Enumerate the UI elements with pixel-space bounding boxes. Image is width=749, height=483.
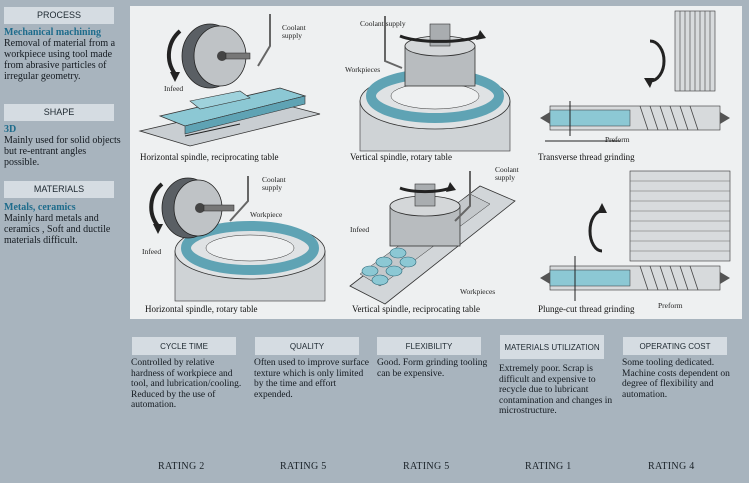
flexibility-rating: RATING 5 (403, 461, 450, 472)
process-text: Removal of material from a workpiece usi… (4, 38, 116, 82)
flexibility-text: Good. Form grinding tooling can be expen… (377, 358, 488, 379)
shape-header: SHAPE (4, 104, 114, 121)
horizontal-reciprocating-drawing (138, 14, 321, 147)
plunge-cut-thread-drawing (540, 170, 731, 301)
v-rotary-caption: Vertical spindle, rotary table (350, 152, 452, 162)
cycle-time-rating: RATING 2 (158, 461, 205, 472)
materials-header: MATERIALS (4, 181, 114, 198)
transverse-preform-label: Preform (605, 135, 630, 144)
materials-text: Mainly hard metals and ceramics , Soft a… (4, 213, 111, 246)
h-recip-caption: Horizontal spindle, reciprocating table (140, 152, 279, 162)
vertical-rotary-drawing (359, 16, 511, 152)
shape-subtitle: 3D (4, 124, 17, 135)
operating-cost-text: Some tooling dedicated. Machine costs de… (622, 358, 730, 400)
v-rotary-coolant-label: Coolant supply (360, 19, 406, 28)
h-recip-infeed-label: Infeed (164, 84, 184, 93)
materials-utilization-text: Extremely poor. Scrap is difficult and e… (499, 364, 613, 416)
plunge-preform-label: Preform (658, 301, 683, 310)
quality-text: Often used to improve surface texture wh… (254, 358, 370, 400)
illustration-panel: Coolant supply Infeed Horizontal spindle… (130, 6, 742, 319)
transverse-thread-drawing (540, 10, 730, 142)
materials-utilization-header: MATERIALS UTILIZATION (500, 335, 604, 359)
v-recip-workpieces-label: Workpieces (460, 287, 496, 296)
transverse-caption: Transverse thread grinding (538, 152, 635, 162)
h-rotary-caption: Horizontal spindle, rotary table (145, 304, 258, 314)
quality-rating: RATING 5 (280, 461, 327, 472)
v-rotary-workpieces-label: Workpieces (345, 65, 381, 74)
cycle-time-header: CYCLE TIME (132, 337, 236, 355)
plunge-caption: Plunge-cut thread grinding (538, 304, 635, 314)
v-recip-coolant-label: Coolant supply (495, 165, 519, 182)
materials-subtitle: Metals, ceramics (4, 202, 76, 213)
h-rotary-workpiece-label: Workpiece (250, 210, 283, 219)
cycle-time-text: Controlled by relative hardness of workp… (131, 358, 242, 410)
quality-header: QUALITY (255, 337, 359, 355)
shape-text: Mainly used for solid objects but re-ent… (4, 135, 121, 168)
materials-utilization-rating: RATING 1 (525, 461, 572, 472)
h-rotary-coolant-label: Coolant supply (262, 175, 286, 192)
process-header: PROCESS (4, 7, 114, 24)
v-recip-infeed-label: Infeed (350, 225, 370, 234)
operating-cost-rating: RATING 4 (648, 461, 695, 472)
process-subtitle: Mechanical machining (4, 27, 101, 38)
h-recip-coolant-label: Coolant supply (282, 23, 306, 40)
h-rotary-infeed-label: Infeed (142, 247, 162, 256)
vertical-reciprocating-drawing (349, 171, 516, 305)
flexibility-header: FLEXIBILITY (377, 337, 481, 355)
v-recip-caption: Vertical spindle, reciprocating table (352, 304, 480, 314)
horizontal-rotary-drawing (149, 176, 326, 302)
operating-cost-header: OPERATING COST (623, 337, 727, 355)
